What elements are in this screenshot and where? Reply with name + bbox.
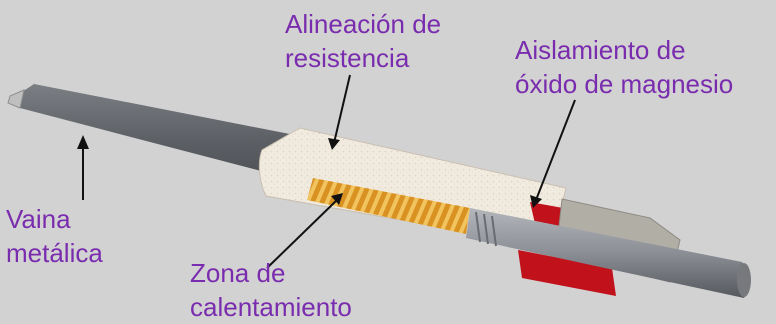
label-resistance-alignment-line2: resistencia	[285, 43, 410, 73]
terminal-pin	[466, 208, 750, 298]
arrow-line-aislamiento	[535, 99, 576, 201]
label-magnesium-oxide-insulation: Aislamiento de óxido de magnesio	[515, 33, 733, 101]
label-heating-zone-line1: Zona de	[190, 258, 286, 288]
pin-end	[737, 263, 751, 297]
arrow-head-vaina	[77, 135, 89, 149]
label-resistance-alignment-line1: Alineación de	[285, 9, 442, 39]
label-metal-sheath-line2: metálica	[6, 238, 103, 268]
arrow-head-alineacion	[328, 138, 340, 150]
label-metal-sheath-line1: Vaina	[6, 204, 71, 234]
label-heating-zone: Zona de calentamiento	[190, 256, 352, 324]
seal-block-lower	[518, 250, 616, 296]
arrow-line-zona	[266, 199, 338, 269]
arrow-head-aislamiento	[530, 195, 542, 208]
label-resistance-alignment: Alineación de resistencia	[285, 7, 441, 75]
label-metal-sheath: Vaina metálica	[6, 202, 103, 270]
pin-threads	[475, 211, 497, 247]
heating-coil	[307, 178, 470, 234]
label-insulation-line1: Aislamiento de	[515, 35, 686, 65]
arrow-head-zona	[331, 193, 343, 205]
label-insulation-line2: óxido de magnesio	[515, 69, 734, 99]
sheath-tip	[7, 89, 25, 109]
arrow-line-alineacion	[333, 74, 351, 144]
label-heating-zone-line2: calentamiento	[190, 292, 352, 322]
